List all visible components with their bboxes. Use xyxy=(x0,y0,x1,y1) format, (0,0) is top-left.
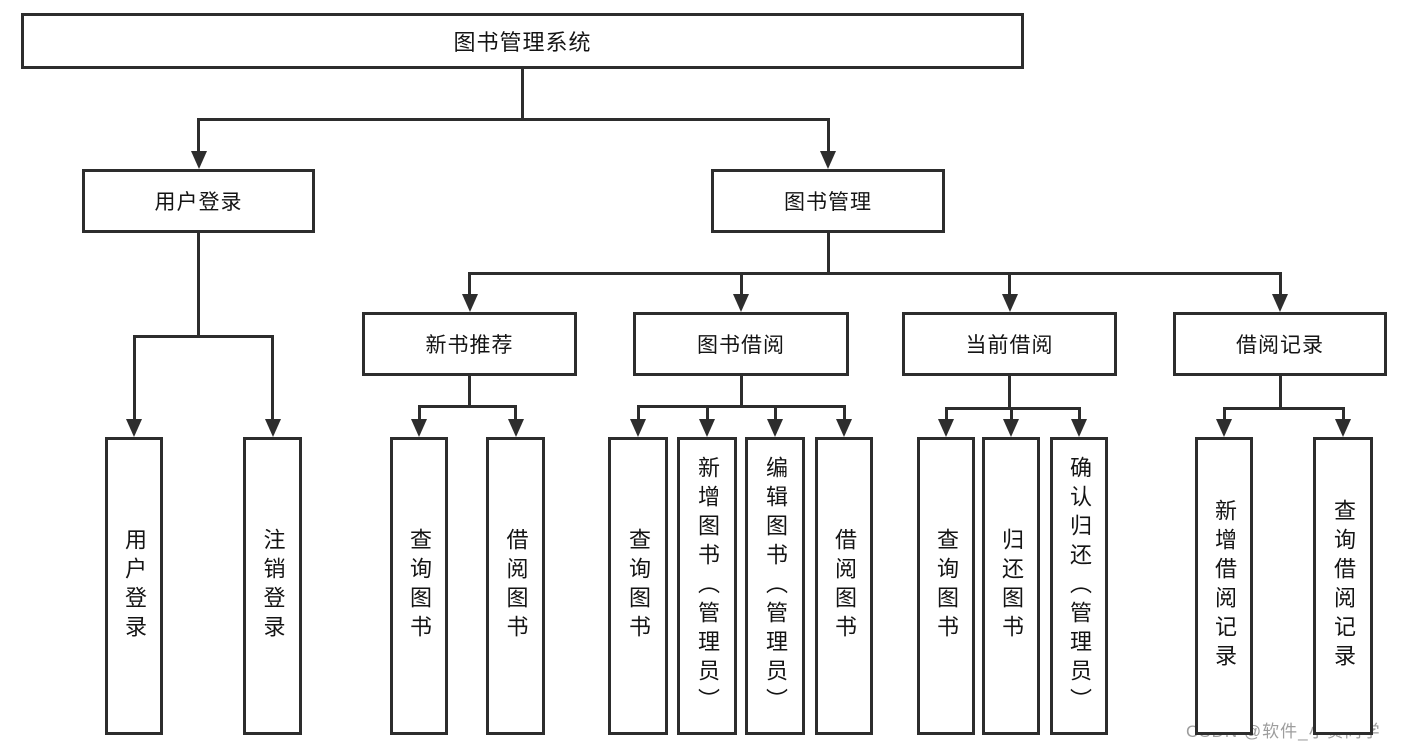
node-current-borrow: 当前借阅 xyxy=(902,312,1117,376)
node-leaf-add-record: 新增借阅记录 xyxy=(1195,437,1253,735)
connector-drop xyxy=(636,405,640,419)
node-root: 图书管理系统 xyxy=(21,13,1024,69)
connector-drop xyxy=(132,335,136,419)
arrow-down-icon xyxy=(836,419,852,437)
node-leaf-borrow-book-2: 借阅图书 xyxy=(815,437,873,735)
arrow-down-icon xyxy=(1335,419,1351,437)
arrow-down-icon xyxy=(1216,419,1232,437)
arrow-down-icon xyxy=(461,294,478,312)
node-leaf-add-book: 新增图书（管理员） xyxy=(677,437,737,735)
connector-drop xyxy=(1077,407,1081,419)
connector-stem xyxy=(1278,376,1282,410)
arrow-down-icon xyxy=(411,419,427,437)
node-book-mgmt: 图书管理 xyxy=(711,169,945,233)
node-new-book-rec: 新书推荐 xyxy=(362,312,577,376)
node-leaf-logout: 注销登录 xyxy=(243,437,302,735)
connector-stem xyxy=(197,233,200,338)
arrow-down-icon xyxy=(507,419,524,437)
node-leaf-confirm-return: 确认归还（管理员） xyxy=(1050,437,1108,735)
connector-rail xyxy=(944,407,1081,410)
arrow-down-icon xyxy=(126,419,142,437)
connector-rail xyxy=(636,405,846,408)
node-leaf-return-book: 归还图书 xyxy=(982,437,1040,735)
connector-stem xyxy=(826,233,830,275)
node-leaf-query-book-1: 查询图书 xyxy=(390,437,448,735)
node-user-login: 用户登录 xyxy=(82,169,315,233)
connector-drop xyxy=(944,407,948,419)
connector-stem xyxy=(521,69,524,121)
connector-stem xyxy=(1008,376,1011,410)
node-borrow-records: 借阅记录 xyxy=(1173,312,1387,376)
connector-drop xyxy=(1278,272,1282,294)
arrow-down-icon xyxy=(733,294,749,312)
arrow-down-icon xyxy=(1001,294,1018,312)
connector-drop xyxy=(197,118,200,151)
arrow-down-icon xyxy=(767,419,783,437)
node-leaf-query-record: 查询借阅记录 xyxy=(1313,437,1373,735)
connector-drop xyxy=(271,335,274,419)
connector-drop xyxy=(705,405,709,419)
connector-drop xyxy=(1008,272,1011,294)
connector-rail xyxy=(417,405,517,408)
connector-rail xyxy=(197,118,830,121)
node-leaf-user-login: 用户登录 xyxy=(105,437,163,735)
connector-rail xyxy=(1222,407,1345,410)
node-book-borrow: 图书借阅 xyxy=(633,312,849,376)
connector-drop xyxy=(1009,407,1013,419)
arrow-down-icon xyxy=(1272,294,1288,312)
node-leaf-query-book-3: 查询图书 xyxy=(917,437,975,735)
node-leaf-edit-book: 编辑图书（管理员） xyxy=(745,437,805,735)
arrow-down-icon xyxy=(630,419,646,437)
connector-stem xyxy=(468,376,471,408)
connector-drop xyxy=(514,405,517,419)
node-leaf-borrow-book-1: 借阅图书 xyxy=(486,437,545,735)
connector-drop xyxy=(1222,407,1226,419)
connector-drop xyxy=(773,405,777,419)
connector-drop xyxy=(739,272,743,294)
arrow-down-icon xyxy=(190,151,207,169)
arrow-down-icon xyxy=(264,419,281,437)
arrow-down-icon xyxy=(938,419,954,437)
arrow-down-icon xyxy=(1003,419,1019,437)
connector-drop xyxy=(842,405,846,419)
arrow-down-icon xyxy=(699,419,715,437)
connector-drop xyxy=(468,272,471,294)
connector-rail xyxy=(132,335,274,338)
connector-drop xyxy=(417,405,421,419)
arrow-down-icon xyxy=(820,151,836,169)
connector-stem xyxy=(739,376,743,408)
arrow-down-icon xyxy=(1071,419,1087,437)
connector-drop xyxy=(1341,407,1345,419)
node-leaf-query-book-2: 查询图书 xyxy=(608,437,668,735)
connector-rail xyxy=(468,272,1282,275)
connector-drop xyxy=(826,118,830,151)
